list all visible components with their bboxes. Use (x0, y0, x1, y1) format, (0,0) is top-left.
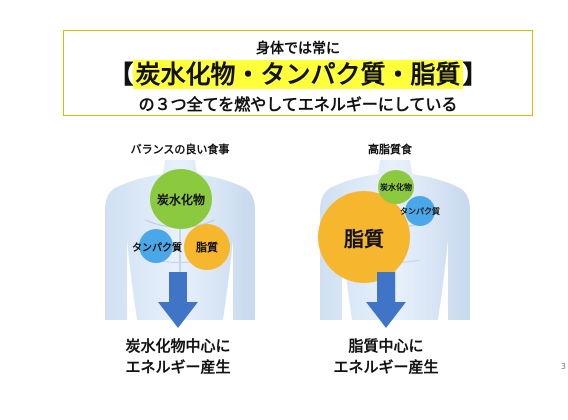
right-carb-bubble: 炭水化物 (378, 170, 414, 204)
bracket-open: 【 (108, 60, 134, 89)
left-panel-title: バランスの良い食事 (130, 143, 230, 156)
header-line1: 身体では常に (256, 41, 340, 57)
header-box: 身体では常に 【炭水化物・タンパク質・脂質】 の３つ全てを燃やしてエネルギーにし… (63, 30, 533, 116)
page-number: 3 (560, 362, 566, 371)
left-carb-bubble: 炭水化物 (150, 169, 212, 229)
left-fat-bubble: 脂質 (184, 224, 230, 270)
header-highlight: 炭水化物・タンパク質・脂質 (133, 60, 463, 89)
header-line2: 【炭水化物・タンパク質・脂質】 (64, 55, 532, 91)
right-down-arrow-icon (366, 272, 406, 328)
right-caption: 脂質中心に エネルギー産生 (286, 336, 486, 378)
right-fat-bubble: 脂質 (318, 191, 410, 283)
header-line3: の３つ全てを燃やしてエネルギーにしている (138, 95, 458, 114)
bracket-close: 】 (462, 60, 488, 89)
left-down-arrow-icon (158, 272, 198, 328)
right-caption-line2: エネルギー産生 (333, 358, 439, 376)
right-caption-line1: 脂質中心に (348, 337, 424, 355)
right-protein-bubble: タンパク質 (400, 196, 440, 226)
right-protein-label: タンパク質 (400, 207, 440, 216)
left-caption-line2: エネルギー産生 (125, 358, 231, 376)
left-caption: 炭水化物中心に エネルギー産生 (78, 336, 278, 378)
left-protein-label: タンパク質 (132, 243, 182, 254)
right-panel-title: 高脂質食 (368, 143, 412, 156)
left-caption-line1: 炭水化物中心に (125, 337, 231, 355)
left-protein-bubble: タンパク質 (132, 229, 182, 263)
